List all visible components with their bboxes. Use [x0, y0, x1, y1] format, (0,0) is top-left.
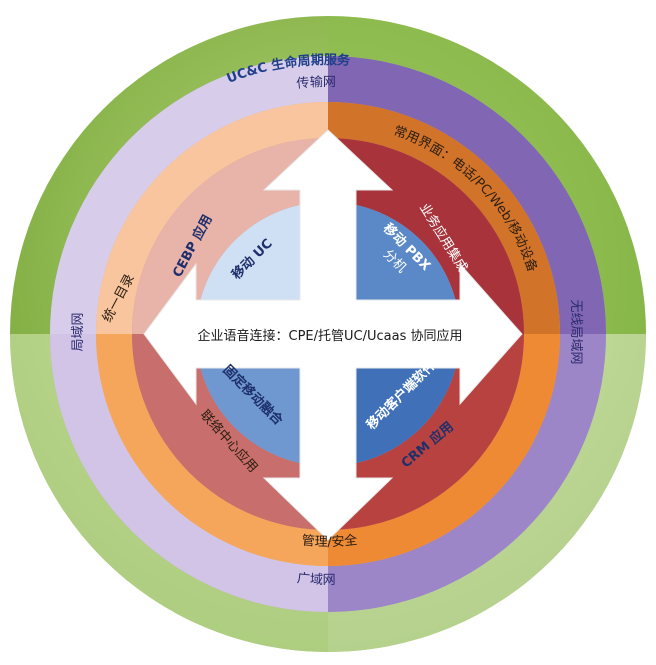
network-bottom-label: 广域网: [296, 571, 335, 588]
network-right-label: 无线局域网: [568, 299, 583, 364]
network-top-label: 传输网: [296, 74, 336, 92]
app-management-label: 管理/安全: [301, 532, 358, 550]
network-left-label: 局域网: [71, 312, 86, 351]
four-way-arrow: [143, 129, 523, 541]
center-banner: 企业语音连接：CPE/托管UC/Ucaas 协同应用: [198, 328, 463, 344]
